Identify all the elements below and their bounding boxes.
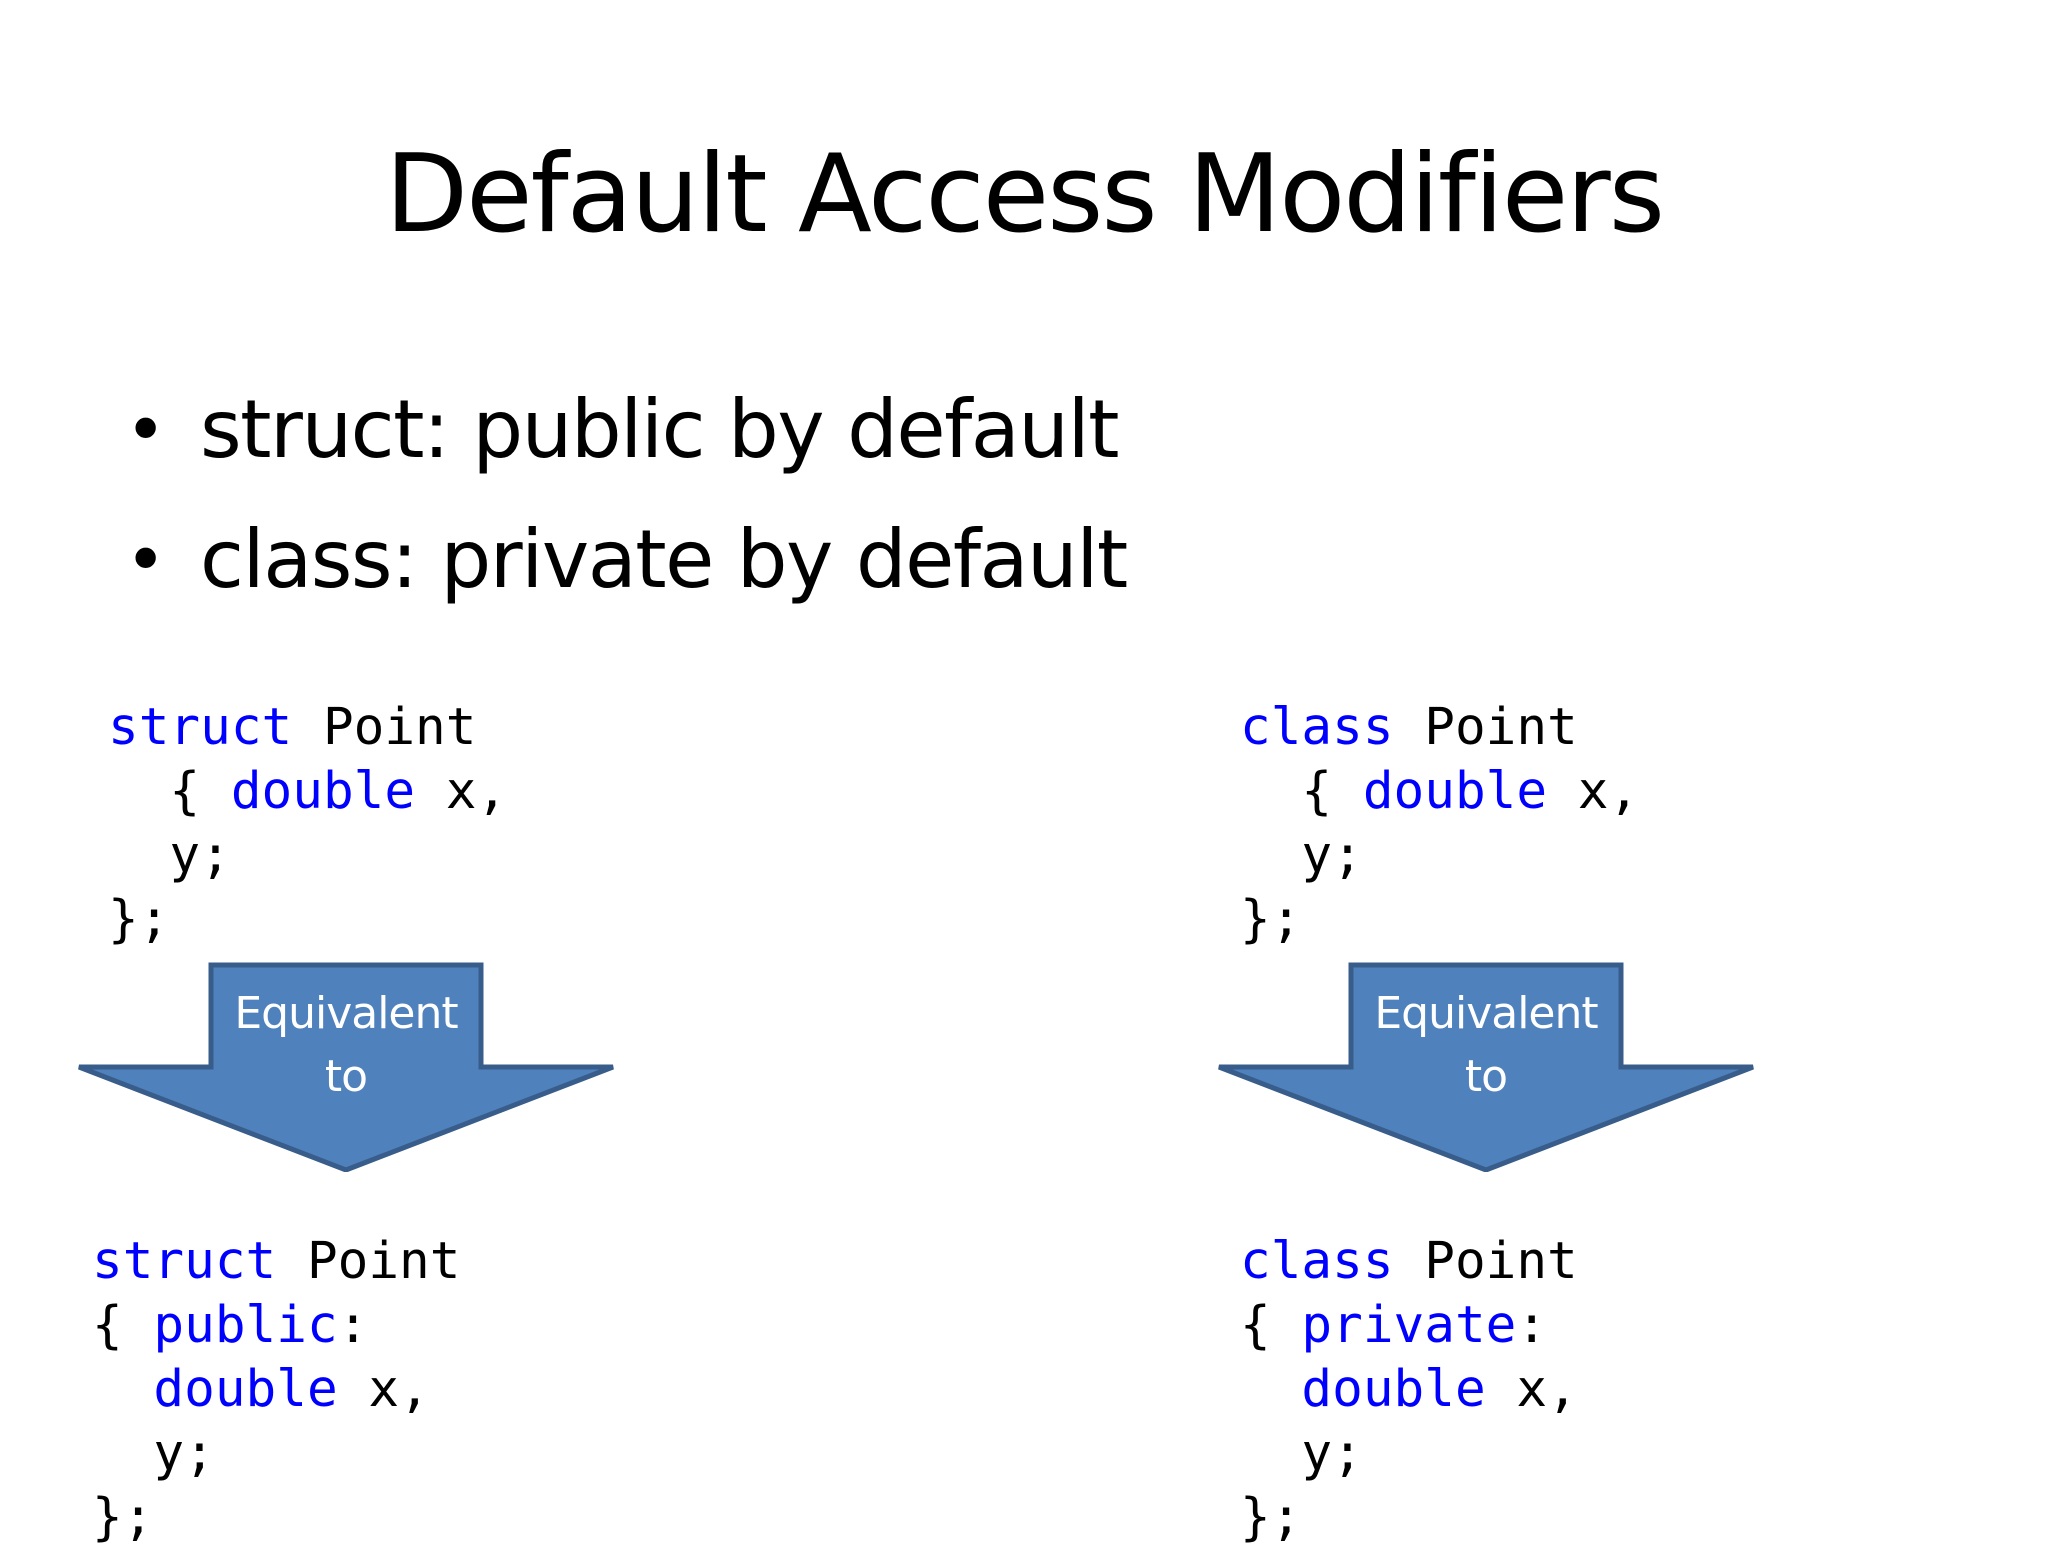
bullet-icon: • bbox=[125, 389, 166, 471]
code-keyword: struct bbox=[92, 1232, 277, 1291]
code-class-before: class Point { double x, y; }; bbox=[1240, 696, 1639, 952]
code-class-after: class Point { private: double x, y; }; bbox=[1240, 1230, 1578, 1550]
bullet-item-class: • class: private by default bbox=[120, 500, 1128, 630]
arrow-label: Equivalent to bbox=[1351, 962, 1621, 1108]
code-text: x, bbox=[1485, 1360, 1578, 1419]
code-keyword: struct bbox=[108, 698, 293, 757]
code-struct-before: struct Point { double x, y; }; bbox=[108, 696, 507, 952]
bullet-text: struct: public by default bbox=[200, 383, 1120, 476]
arrow-label-line: Equivalent bbox=[234, 988, 458, 1039]
code-keyword: class bbox=[1240, 1232, 1394, 1291]
code-keyword: private bbox=[1301, 1296, 1517, 1355]
bullet-icon: • bbox=[125, 519, 166, 601]
code-text: : bbox=[337, 1296, 369, 1355]
code-text: x, bbox=[415, 762, 508, 821]
code-text: { bbox=[1240, 1296, 1302, 1355]
code-text: Point bbox=[292, 698, 477, 757]
arrow-label-line: Equivalent bbox=[1374, 988, 1598, 1039]
code-text: y; bbox=[92, 1424, 215, 1483]
code-text: Point bbox=[1393, 1232, 1578, 1291]
arrow-label: Equivalent to bbox=[211, 962, 481, 1108]
code-text: x, bbox=[337, 1360, 430, 1419]
slide-title: Default Access Modifiers bbox=[385, 132, 1665, 257]
equivalent-arrow-right: Equivalent to bbox=[1216, 962, 1756, 1172]
code-text: Point bbox=[276, 1232, 461, 1291]
code-text: }; bbox=[1240, 1488, 1302, 1547]
code-text bbox=[1240, 1360, 1301, 1419]
code-text: { bbox=[108, 762, 231, 821]
code-keyword: double bbox=[153, 1360, 338, 1419]
code-text: x, bbox=[1547, 762, 1640, 821]
code-text: y; bbox=[108, 826, 231, 885]
down-arrow-icon bbox=[1218, 962, 1754, 1172]
code-text: Point bbox=[1393, 698, 1578, 757]
code-keyword: double bbox=[1362, 762, 1548, 821]
code-text bbox=[92, 1360, 153, 1419]
code-keyword: class bbox=[1240, 698, 1394, 757]
bullet-text: class: private by default bbox=[200, 513, 1128, 606]
code-text: { bbox=[92, 1296, 154, 1355]
code-text: { bbox=[1240, 762, 1363, 821]
code-text: }; bbox=[92, 1488, 154, 1547]
code-keyword: public bbox=[153, 1296, 338, 1355]
code-text: }; bbox=[108, 890, 170, 949]
arrow-label-line: to bbox=[324, 1051, 368, 1102]
code-struct-after: struct Point { public: double x, y; }; bbox=[92, 1230, 460, 1550]
code-keyword: double bbox=[1301, 1360, 1486, 1419]
bullet-item-struct: • struct: public by default bbox=[120, 370, 1127, 500]
code-text: y; bbox=[1240, 1424, 1363, 1483]
code-text: }; bbox=[1240, 890, 1302, 949]
down-arrow-icon bbox=[78, 962, 614, 1172]
bullet-list: • struct: public by default • class: pri… bbox=[120, 370, 1128, 630]
arrow-label-line: to bbox=[1464, 1051, 1508, 1102]
equivalent-arrow-left: Equivalent to bbox=[76, 962, 616, 1172]
code-text: : bbox=[1516, 1296, 1548, 1355]
code-text: y; bbox=[1240, 826, 1363, 885]
code-keyword: double bbox=[230, 762, 416, 821]
